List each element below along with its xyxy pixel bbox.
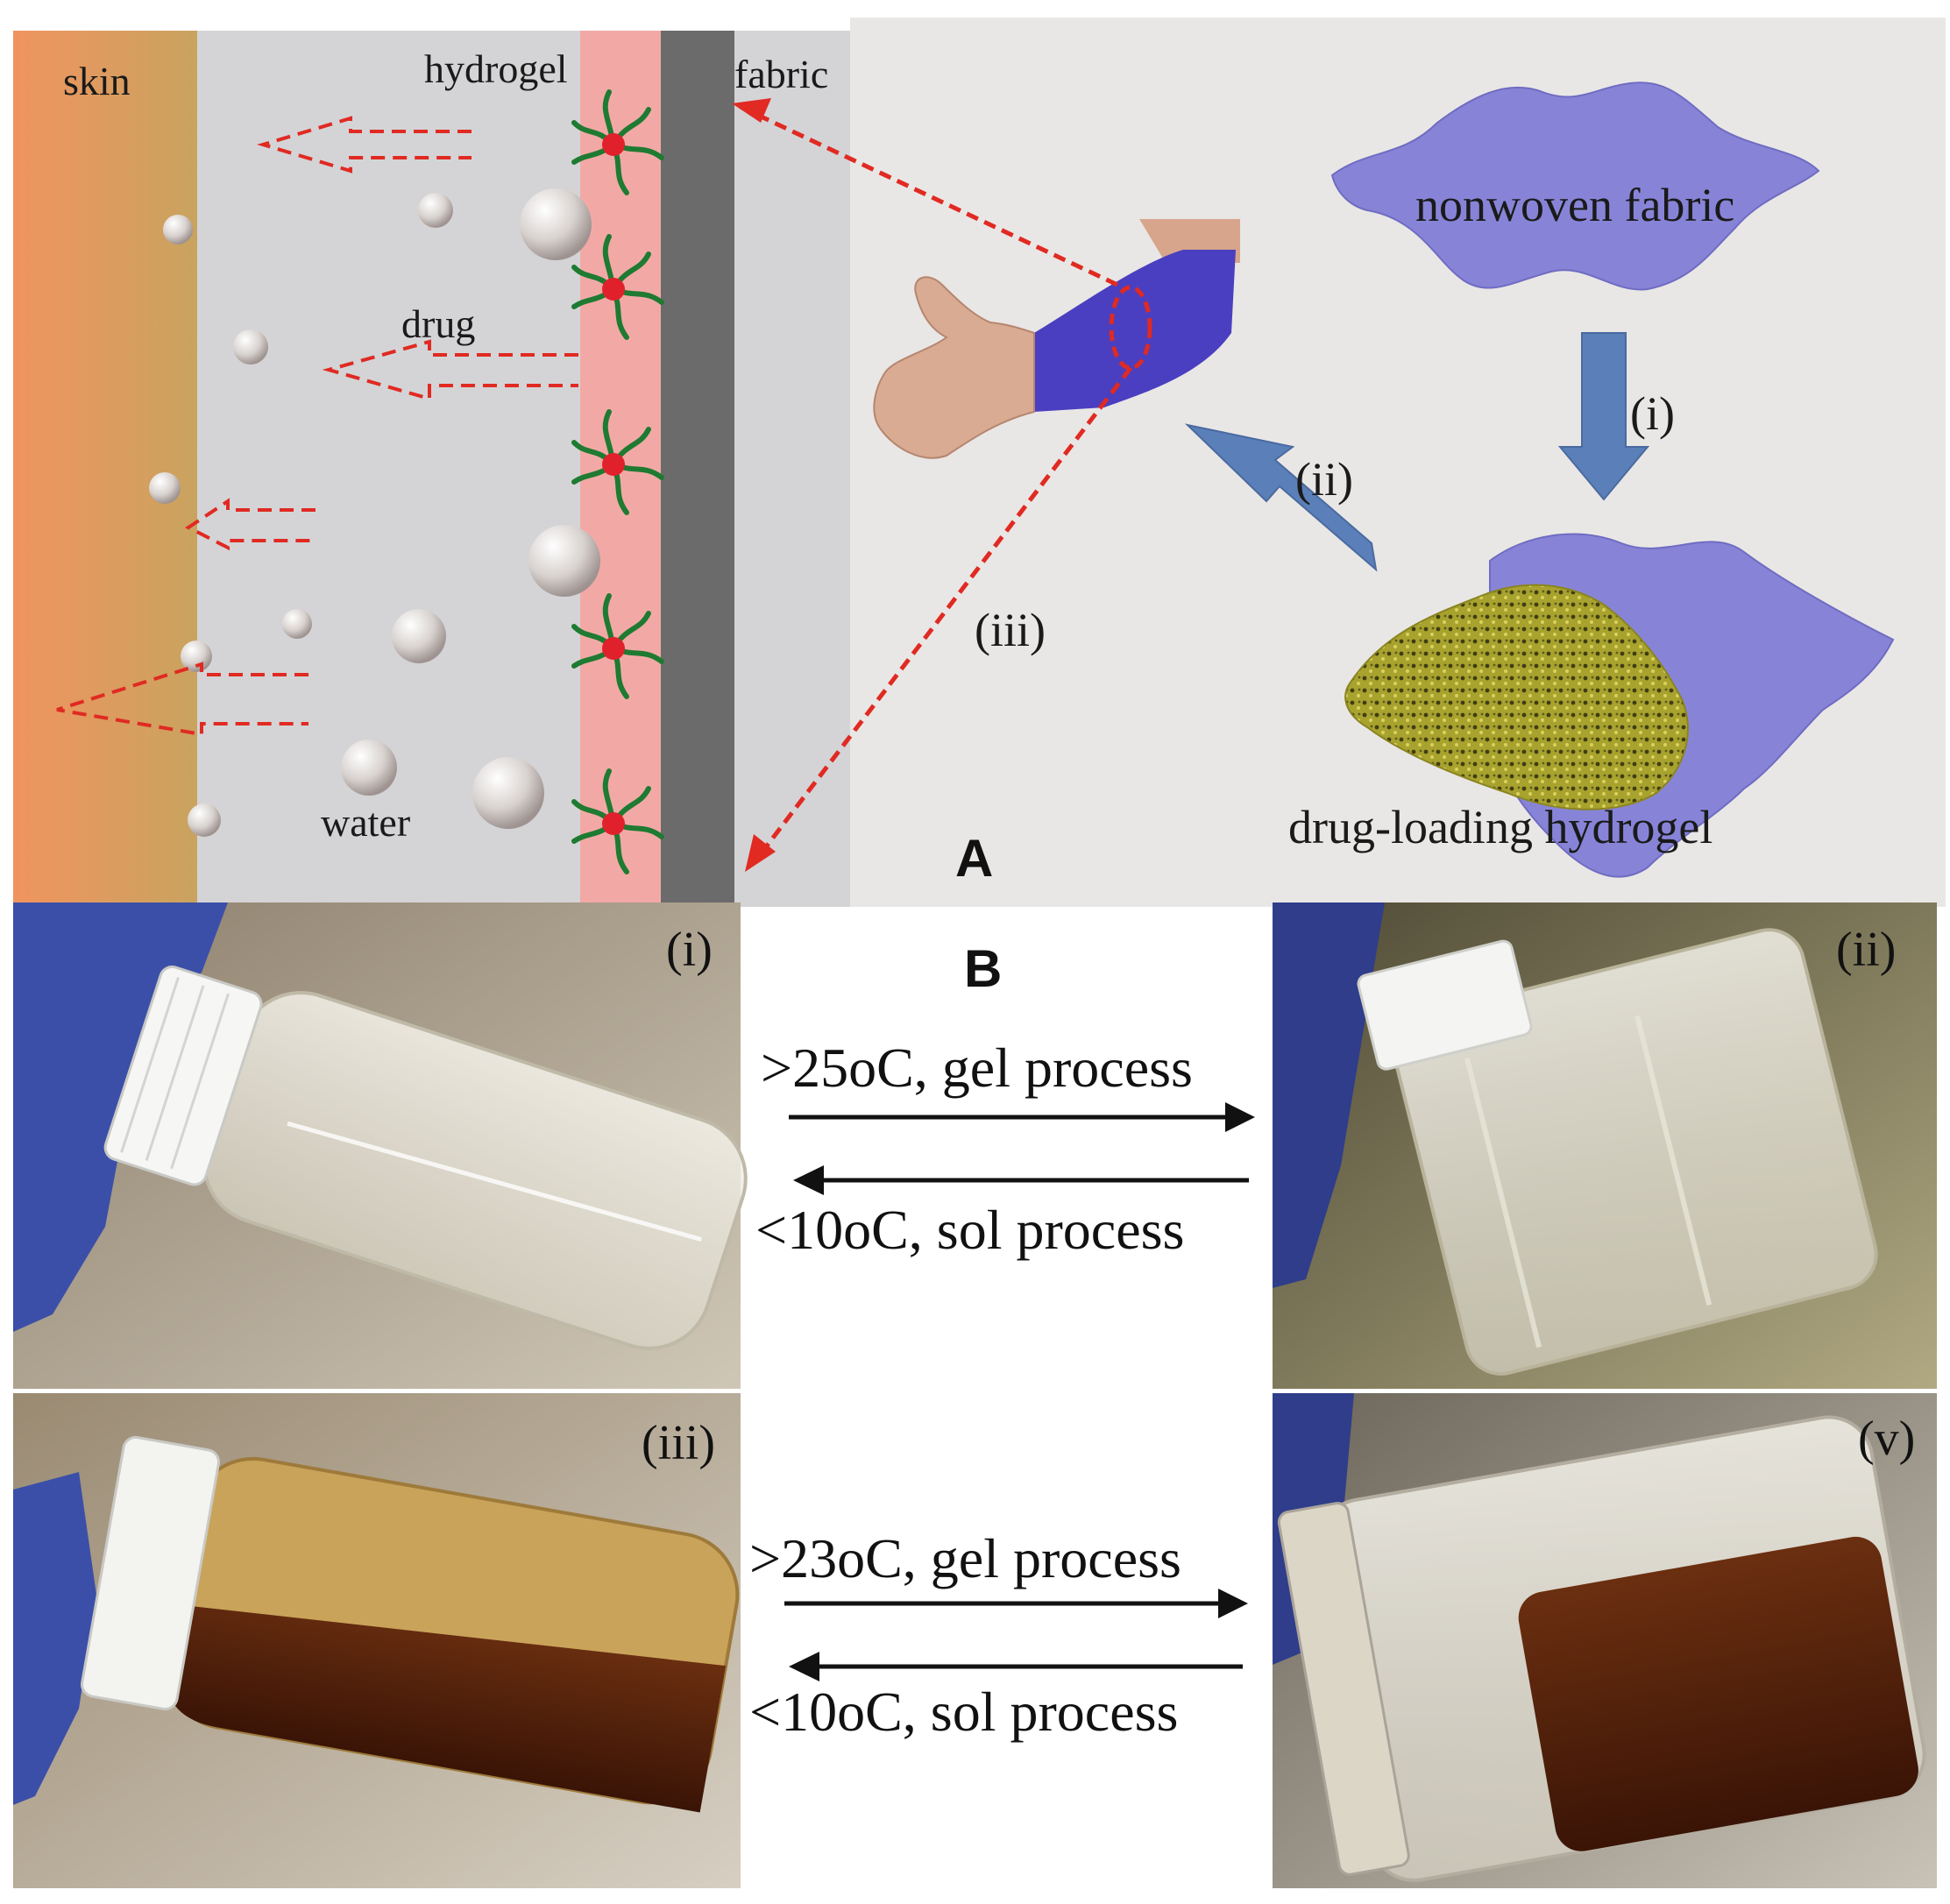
nonwoven-fabric [1330, 81, 1820, 291]
photo-ii: (ii) [1273, 902, 1937, 1389]
skin-layer [13, 31, 197, 907]
top-forward-text: >25oC, gel process [761, 1037, 1193, 1099]
photo-v: (v) [1273, 1393, 1937, 1888]
label-hydrogel: hydrogel [424, 46, 568, 91]
callout-arrows [739, 104, 1132, 865]
arm-with-sleeve [873, 219, 1240, 459]
bottom-backward-text: <10oC, sol process [749, 1681, 1178, 1743]
panel-b-letter: B [964, 939, 1002, 998]
top-backward-text: <10oC, sol process [755, 1199, 1184, 1261]
label-fabric: fabric [734, 52, 828, 96]
step-i-label: (i) [1630, 387, 1675, 440]
hydrogel-mass [1344, 584, 1689, 810]
label-drug: drug [401, 301, 475, 346]
step-i-arrow [1557, 332, 1650, 501]
polymer-cores [602, 133, 625, 835]
photo-ii-label: (ii) [1836, 923, 1896, 977]
label-drug-loading-hydrogel: drug-loading hydrogel [1288, 801, 1712, 853]
photo-v-label: (v) [1858, 1412, 1915, 1466]
step-ii-label: (ii) [1295, 453, 1353, 506]
label-nonwoven-fabric: nonwoven fabric [1415, 179, 1734, 231]
photo-i-label: (i) [666, 923, 713, 977]
panel-a-letter: A [955, 829, 993, 888]
label-skin: skin [63, 59, 131, 103]
photo-iii: (iii) [13, 1393, 741, 1888]
label-water: water [321, 800, 410, 845]
water-spheres [149, 188, 600, 837]
fabric-layer [661, 31, 734, 907]
photo-i: (i) [13, 902, 748, 1389]
panel-b: (i) (ii) (iii) (v) [13, 902, 1937, 1888]
panel-a: skin hydrogel fabric drug water nonwoven… [13, 18, 1946, 907]
drug-flow-arrows [56, 116, 578, 737]
step-iii-label: (iii) [975, 604, 1046, 656]
bottom-forward-text: >23oC, gel process [749, 1527, 1181, 1589]
step-ii-arrow [1184, 423, 1378, 572]
callout-arrowheads [732, 98, 776, 872]
photo-iii-label: (iii) [642, 1416, 715, 1470]
